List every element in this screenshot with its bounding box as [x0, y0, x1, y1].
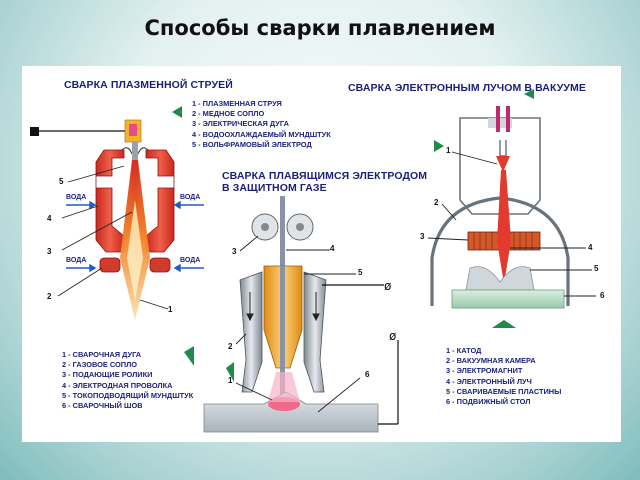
plasma-legend: 1 - ПЛАЗМЕННАЯ СТРУЯ 2 - МЕДНОЕ СОПЛО 3 … — [192, 99, 331, 150]
legend-item: 2 - ВАКУУМНАЯ КАМЕРА — [446, 356, 536, 366]
legend-item: 4 - ЭЛЕКТРОННЫЙ ЛУЧ — [446, 376, 532, 386]
ebeam-heading: СВАРКА ЭЛЕКТРОННЫМ ЛУЧОМ В ВАКУУМЕ — [348, 82, 586, 94]
mig-heading-line2: В ЗАЩИТНОМ ГАЗЕ — [222, 182, 327, 194]
mig-heading-line1: СВАРКА ПЛАВЯЩИМСЯ ЭЛЕКТРОДОМ — [222, 170, 428, 182]
legend-item: 5 - ВОЛЬФРАМОВЫЙ ЭЛЕКТРОД — [192, 139, 312, 149]
ebeam-callout: 4 — [588, 243, 593, 252]
legend-item: 3 - ПОДАЮЩИЕ РОЛИКИ — [62, 370, 153, 380]
legend-item: 5 - СВАРИВАЕМЫЕ ПЛАСТИНЫ — [446, 386, 562, 396]
plasma-callout: 4 — [47, 214, 52, 223]
water-label: ВОДА — [66, 194, 87, 201]
water-label: ВОДА — [180, 194, 201, 201]
ebeam-callout: 2 — [434, 198, 439, 207]
legend-item: 3 - ЭЛЕКТРОМАГНИТ — [446, 366, 523, 376]
mig-callout: 6 — [365, 370, 370, 379]
legend-item: 5 - ТОКОПОДВОДЯЩИЙ МУНДШТУК — [62, 390, 194, 400]
legend-item: 3 - ЭЛЕКТРИЧЕСКАЯ ДУГА — [192, 119, 289, 129]
water-label: ВОДА — [66, 257, 87, 264]
ebeam-callout: 1 — [446, 146, 451, 155]
legend-item: 6 - СВАРОЧНЫЙ ШОВ — [62, 400, 143, 410]
legend-item: 1 - ПЛАЗМЕННАЯ СТРУЯ — [192, 99, 282, 108]
legend-item: 1 - КАТОД — [446, 346, 482, 355]
ebeam-callout: 3 — [420, 232, 425, 241]
electron-beam-diagram — [427, 89, 596, 328]
plasma-callout: 5 — [59, 177, 64, 186]
mig-callout: 4 — [330, 244, 335, 253]
plasma-heading: СВАРКА ПЛАЗМЕННОЙ СТРУЕЙ — [64, 79, 233, 91]
plasma-callout: 3 — [47, 247, 52, 256]
legend-item: 2 - МЕДНОЕ СОПЛО — [192, 109, 265, 119]
svg-text:ø: ø — [389, 329, 396, 343]
mig-callout: 1 — [228, 376, 233, 385]
legend-item: 2 - ГАЗОВОЕ СОПЛО — [62, 360, 138, 370]
plasma-callout: 1 — [168, 305, 173, 314]
mig-legend: 1 - СВАРОЧНАЯ ДУГА 2 - ГАЗОВОЕ СОПЛО 3 -… — [62, 350, 193, 411]
ebeam-callout: 6 — [600, 291, 605, 300]
legend-item: 6 - ПОДВИЖНЫЙ СТОЛ — [446, 396, 531, 406]
plasma-torch-diagram — [30, 106, 204, 366]
ebeam-callout: 5 — [594, 264, 599, 273]
ebeam-legend: 1 - КАТОД 2 - ВАКУУМНАЯ КАМЕРА 3 - ЭЛЕКТ… — [446, 346, 561, 407]
legend-item: 4 - ЭЛЕКТРОДНАЯ ПРОВОЛКА — [62, 380, 173, 390]
page-title: Способы сварки плавлением — [144, 16, 496, 40]
plasma-callout: 2 — [47, 292, 52, 301]
mig-callout: 5 — [358, 268, 363, 277]
mig-callout: 3 — [232, 247, 237, 256]
svg-text:ø: ø — [384, 279, 391, 293]
legend-item: 4 - ВОДООХЛАЖДАЕМЫЙ МУНДШТУК — [192, 129, 331, 139]
legend-item: 1 - СВАРОЧНАЯ ДУГА — [62, 350, 142, 359]
mig-callout: 2 — [228, 342, 233, 351]
water-label: ВОДА — [180, 257, 201, 264]
mig-torch-diagram: ø ø — [203, 140, 444, 433]
